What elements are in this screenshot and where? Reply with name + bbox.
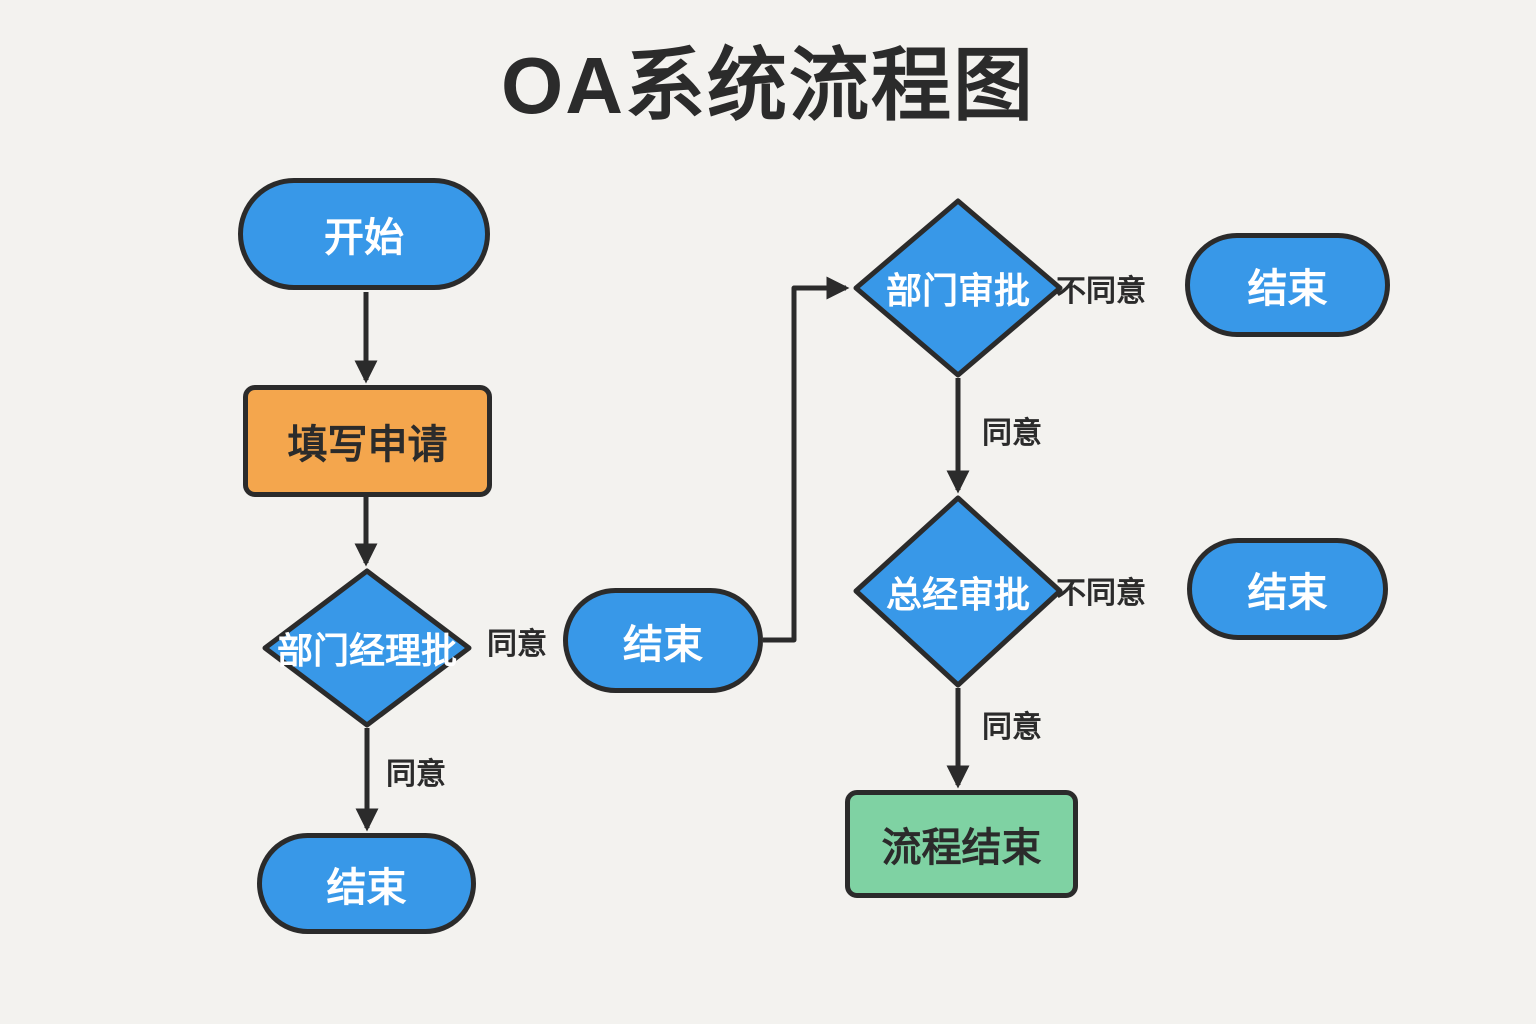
node-end-right-mid: 结束 (1187, 538, 1388, 640)
node-end-middle-label: 结束 (623, 622, 703, 667)
node-start: 开始 (238, 178, 490, 290)
edge-label-dept-manager-agree-down: 同意 (386, 758, 446, 791)
edge-label-dept-approve-agree: 同意 (982, 417, 1042, 450)
node-fill-application-label: 填写申请 (287, 423, 448, 467)
node-end-left-label: 结束 (326, 865, 407, 910)
node-dept-approve-decision: 部门审批 (853, 198, 1063, 378)
page-title: OA系统流程图 (501, 41, 1035, 130)
diamond-shape (262, 568, 472, 728)
edge-label-gm-disagree: 不同意 (1056, 577, 1146, 610)
node-end-right-top-label: 结束 (1247, 267, 1328, 311)
node-gm-approve-decision: 总经审批 (853, 495, 1063, 688)
node-gm-approve-decision-label: 总经审批 (885, 573, 1030, 615)
edge-label-gm-agree: 同意 (982, 711, 1042, 744)
node-end-middle: 结束 (563, 588, 763, 693)
diamond-shape (853, 495, 1063, 688)
node-dept-manager-decision: 部门经理批 (262, 568, 472, 728)
arrow-end-middle-to-dept-approve (763, 276, 850, 643)
node-dept-approve-decision-label: 部门审批 (885, 270, 1030, 311)
node-process-end-label: 流程结束 (881, 826, 1042, 870)
edge-label-dept-manager-agree-right: 同意 (487, 628, 547, 661)
node-process-end: 流程结束 (845, 790, 1078, 898)
edge-label-dept-approve-disagree: 不同意 (1056, 275, 1146, 308)
node-start-label: 开始 (324, 216, 404, 260)
node-fill-application: 填写申请 (243, 385, 492, 497)
node-dept-manager-decision-label: 部门经理批 (276, 630, 457, 671)
node-end-right-mid-label: 结束 (1247, 571, 1328, 615)
node-end-right-top: 结束 (1185, 233, 1390, 337)
node-end-left: 结束 (257, 833, 476, 934)
diamond-shape (853, 198, 1063, 378)
